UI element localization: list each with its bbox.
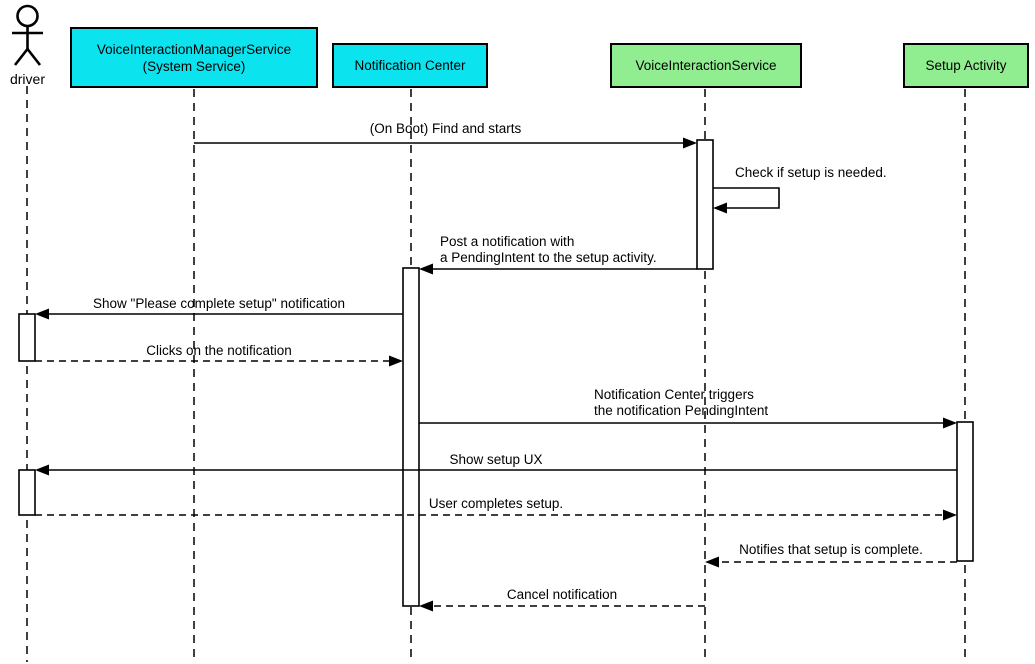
participant-label-line: Setup Activity: [925, 58, 1007, 73]
activation-bar-setup-activity: [956, 421, 974, 562]
arrow-triggers-pendingintent: [419, 417, 957, 429]
actor-driver: driver: [0, 4, 55, 87]
arrowhead: [713, 202, 727, 214]
arrow-clicks-on-notification: [35, 355, 403, 367]
message-label-post-notification: Post a notification with a PendingIntent…: [440, 234, 657, 265]
message-arrows: [35, 137, 957, 612]
message-label-check-if-setup-needed: Check if setup is needed.: [735, 165, 887, 180]
arrow-show-setup-notification: [35, 308, 403, 320]
arrowhead: [943, 417, 957, 429]
activation-bar-voice-interaction-service: [696, 139, 714, 270]
message-label-cancel-notification: Cancel notification: [506, 587, 618, 602]
message-label-clicks-on-notification: Clicks on the notification: [146, 343, 292, 358]
activation-bars: [18, 139, 974, 607]
arrow-show-setup-ux: [35, 464, 957, 476]
actor-label: driver: [9, 71, 45, 87]
activation-bar-driver-2: [18, 469, 36, 516]
message-label-show-setup-ux: Show setup UX: [449, 452, 543, 467]
person-icon: [12, 4, 43, 66]
activation-bar-notification-center: [402, 267, 420, 607]
message-label-on-boot-find-and-starts: (On Boot) Find and starts: [369, 121, 522, 136]
arrowhead: [419, 600, 433, 612]
message-label-triggers-pendingintent: Notification Center triggers the notific…: [594, 387, 769, 418]
arrowhead: [35, 308, 49, 320]
activation-bar-driver-1: [18, 313, 36, 362]
arrowhead: [705, 556, 719, 568]
message-label-show-setup-notification: Show "Please complete setup" notificatio…: [93, 296, 345, 311]
arrowhead: [35, 464, 49, 476]
message-label-user-completes-setup: User completes setup.: [428, 496, 564, 511]
arrowhead: [943, 509, 957, 521]
participant-label-line: (System Service): [142, 58, 246, 74]
participant-label-line: Notification Center: [354, 58, 466, 73]
arrow-cancel-notification: [419, 600, 705, 612]
participant-label-line: VoiceInteractionManagerService: [96, 41, 292, 57]
participant-voice-interaction-service: VoiceInteractionService: [610, 43, 802, 88]
message-label-notifies-setup-complete: Notifies that setup is complete.: [739, 542, 923, 557]
arrow-notifies-setup-complete: [705, 556, 957, 568]
arrowhead: [683, 137, 697, 149]
participant-voice-interaction-manager-service: VoiceInteractionManagerService (System S…: [70, 27, 318, 88]
arrowhead: [419, 263, 433, 275]
arrowhead: [389, 355, 403, 367]
arrow-user-completes-setup: [35, 509, 957, 521]
participant-notification-center: Notification Center: [332, 43, 488, 88]
participant-setup-activity: Setup Activity: [903, 43, 1029, 88]
arrow-check-if-setup-needed: [713, 187, 780, 214]
arrow-on-boot-find-and-starts: [194, 137, 697, 149]
participant-label-line: VoiceInteractionService: [635, 58, 777, 73]
arrow-post-notification: [419, 263, 697, 275]
